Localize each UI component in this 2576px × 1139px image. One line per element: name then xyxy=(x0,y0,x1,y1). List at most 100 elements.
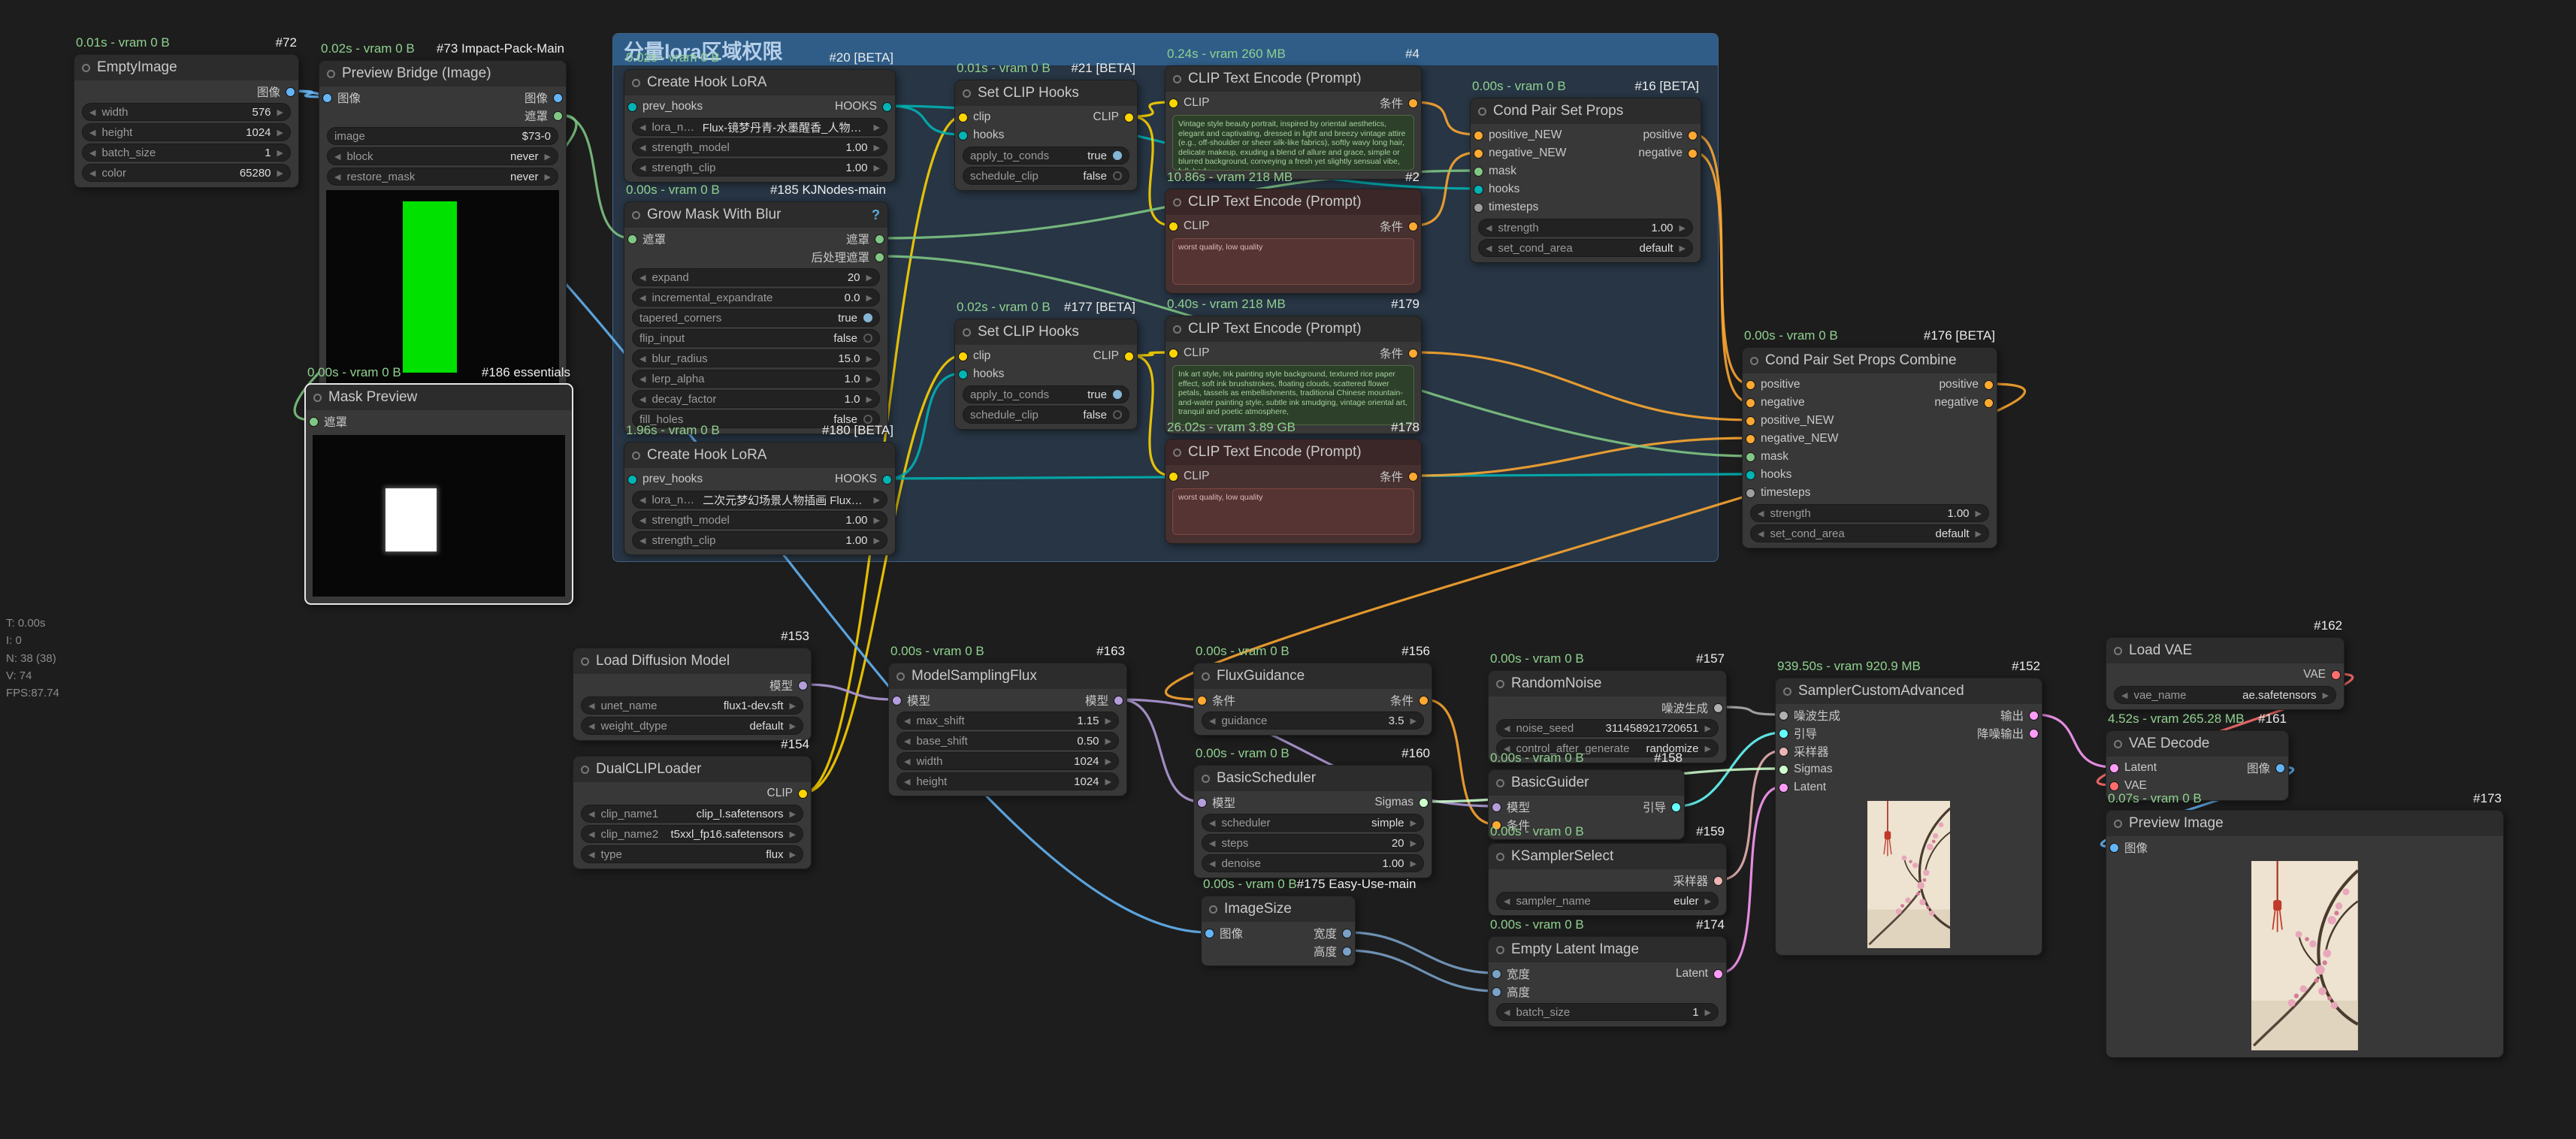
input-socket[interactable] xyxy=(322,92,332,103)
output-socket[interactable] xyxy=(875,234,884,244)
output-socket[interactable] xyxy=(1419,695,1429,705)
widget-increment-icon[interactable]: ▶ xyxy=(789,809,796,819)
output-socket[interactable] xyxy=(1688,148,1698,159)
output-socket[interactable] xyxy=(1671,802,1681,812)
input-socket[interactable] xyxy=(1169,471,1178,482)
widget-decrement-icon[interactable]: ◀ xyxy=(1504,896,1510,906)
node-set-clip-hooks-21[interactable]: 0.01s - vram 0 B#21 [BETA]Set CLIP Hooks… xyxy=(954,61,1138,191)
collapse-dot-icon[interactable] xyxy=(1478,107,1486,116)
widget-lora_name[interactable]: ◀lora_nameFlux-镜梦丹青-水墨醒香_人物写实_v1.s▶ xyxy=(632,118,887,136)
collapse-dot-icon[interactable] xyxy=(2114,819,2122,828)
output-socket[interactable] xyxy=(1342,946,1352,956)
widget-increment-icon[interactable]: ▶ xyxy=(789,721,796,731)
collapse-dot-icon[interactable] xyxy=(1173,74,1181,83)
input-socket[interactable] xyxy=(958,112,968,122)
output-socket[interactable] xyxy=(1408,98,1418,108)
output-socket[interactable] xyxy=(2029,728,2039,739)
node-title-bar[interactable]: FluxGuidance xyxy=(1194,663,1432,689)
node-title-bar[interactable]: Set CLIP Hooks xyxy=(955,80,1137,106)
collapse-dot-icon[interactable] xyxy=(1202,774,1210,783)
node-title-bar[interactable]: Create Hook LoRA xyxy=(624,70,895,95)
collapse-dot-icon[interactable] xyxy=(963,328,971,337)
widget-decrement-icon[interactable]: ◀ xyxy=(1209,818,1216,828)
collapse-dot-icon[interactable] xyxy=(82,63,90,72)
widget-increment-icon[interactable]: ▶ xyxy=(873,495,880,505)
input-socket[interactable] xyxy=(1169,348,1178,358)
node-set-clip-hooks-177[interactable]: 0.02s - vram 0 B#177 [BETA]Set CLIP Hook… xyxy=(954,300,1138,430)
node-title-bar[interactable]: Preview Bridge (Image) xyxy=(319,61,566,86)
widget-decrement-icon[interactable]: ◀ xyxy=(639,143,646,153)
widget-decrement-icon[interactable]: ◀ xyxy=(639,273,646,282)
node-title-bar[interactable]: SamplerCustomAdvanced xyxy=(1776,678,2042,704)
widget-increment-icon[interactable]: ▶ xyxy=(2322,690,2329,700)
output-socket[interactable] xyxy=(1713,702,1723,713)
input-socket[interactable] xyxy=(1197,695,1207,705)
input-socket[interactable] xyxy=(1779,728,1788,739)
collapse-dot-icon[interactable] xyxy=(581,765,589,774)
widget-image[interactable]: image$73-0 xyxy=(327,127,558,145)
widget-decrement-icon[interactable]: ◀ xyxy=(334,172,341,182)
widget-increment-icon[interactable]: ▶ xyxy=(1704,896,1711,906)
output-socket[interactable] xyxy=(1114,695,1123,705)
collapse-dot-icon[interactable] xyxy=(1496,679,1504,688)
toggle-dot-icon[interactable] xyxy=(863,313,872,322)
output-socket[interactable] xyxy=(875,252,884,262)
widget-increment-icon[interactable]: ▶ xyxy=(866,293,872,303)
node-title-bar[interactable]: DualCLIPLoader xyxy=(573,757,811,782)
input-socket[interactable] xyxy=(1746,434,1755,444)
node-title-bar[interactable]: Set CLIP Hooks xyxy=(955,319,1137,345)
widget-increment-icon[interactable]: ▶ xyxy=(1105,777,1111,787)
input-socket[interactable] xyxy=(1492,968,1501,979)
node-title-bar[interactable]: EmptyImage xyxy=(74,55,298,80)
widget-decrement-icon[interactable]: ◀ xyxy=(588,850,595,860)
output-socket[interactable] xyxy=(882,101,892,112)
widget-increment-icon[interactable]: ▶ xyxy=(866,374,872,384)
widget-increment-icon[interactable]: ▶ xyxy=(1105,757,1111,766)
output-socket[interactable] xyxy=(2029,710,2039,721)
collapse-dot-icon[interactable] xyxy=(1209,905,1217,914)
collapse-dot-icon[interactable] xyxy=(313,393,322,402)
collapse-dot-icon[interactable] xyxy=(1173,448,1181,457)
node-title-bar[interactable]: KSamplerSelect xyxy=(1489,844,1726,869)
output-socket[interactable] xyxy=(1984,379,1994,390)
widget-decrement-icon[interactable]: ◀ xyxy=(1486,243,1492,253)
widget-decrement-icon[interactable]: ◀ xyxy=(1504,744,1510,754)
output-socket[interactable] xyxy=(1408,348,1418,358)
input-socket[interactable] xyxy=(1779,746,1788,757)
input-socket[interactable] xyxy=(1169,221,1178,231)
node-title-bar[interactable]: VAE Decode xyxy=(2106,731,2288,757)
widget-decrement-icon[interactable]: ◀ xyxy=(1209,716,1216,726)
input-socket[interactable] xyxy=(1746,415,1755,426)
widget-decrement-icon[interactable]: ◀ xyxy=(1486,223,1492,233)
input-socket[interactable] xyxy=(1474,148,1483,159)
node-title-bar[interactable]: RandomNoise xyxy=(1489,671,1726,696)
node-cond-pair-16[interactable]: 0.00s - vram 0 B#16 [BETA]Cond Pair Set … xyxy=(1470,79,1701,263)
widget-increment-icon[interactable]: ▶ xyxy=(873,122,880,132)
widget-decrement-icon[interactable]: ◀ xyxy=(639,495,646,505)
toggle-dot-icon[interactable] xyxy=(1113,151,1122,160)
node-title-bar[interactable]: Mask Preview xyxy=(306,385,572,410)
widget-decrement-icon[interactable]: ◀ xyxy=(904,736,911,746)
widget-increment-icon[interactable]: ▶ xyxy=(277,168,283,178)
toggle-dot-icon[interactable] xyxy=(1113,410,1122,419)
collapse-dot-icon[interactable] xyxy=(2114,739,2122,748)
widget-increment-icon[interactable]: ▶ xyxy=(1679,243,1686,253)
input-socket[interactable] xyxy=(1169,98,1178,108)
